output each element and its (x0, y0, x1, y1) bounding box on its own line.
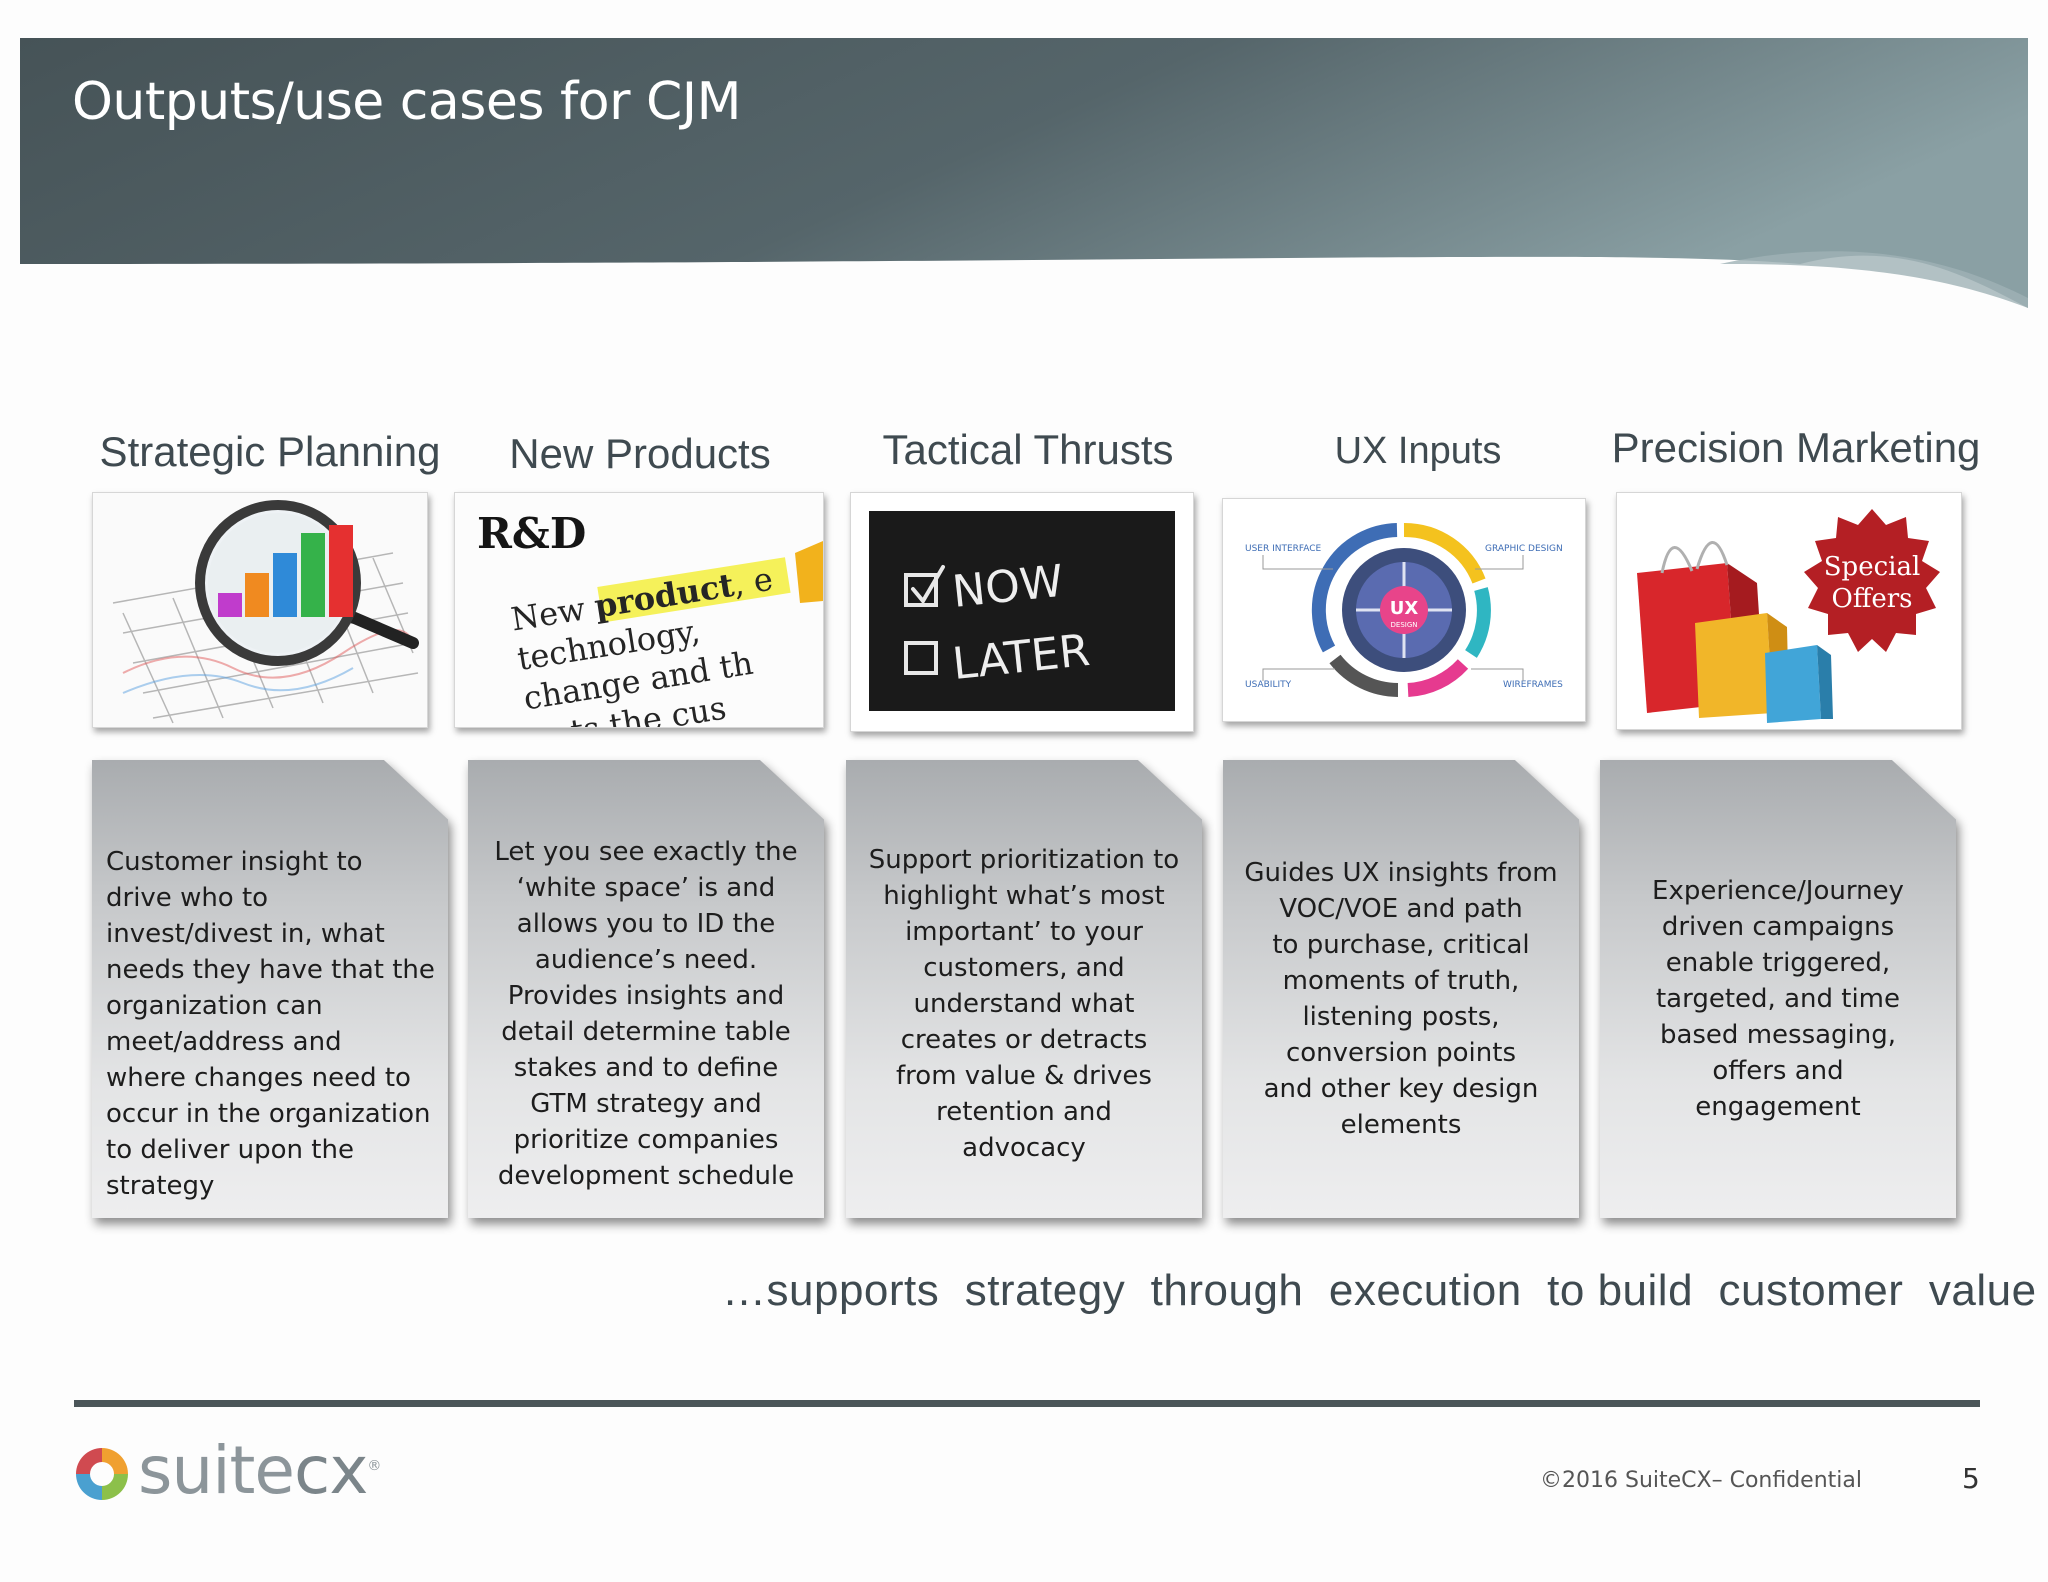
rnd-text-icon: R&D New product, e technology, change an… (454, 492, 824, 728)
note-text: Experience/Journey driven campaigns enab… (1652, 876, 1904, 1122)
svg-text:DESIGN: DESIGN (1391, 621, 1418, 629)
ux-design-wheel-icon: UX DESIGN USER INTERFACE GRAPHIC DESIGN … (1222, 498, 1586, 722)
note-text: Support prioritization to highlight what… (868, 845, 1180, 1163)
heading-precision-marketing: Precision Marketing (1611, 424, 1981, 471)
svg-text:USABILITY: USABILITY (1245, 680, 1292, 690)
svg-text:GRAPHIC DESIGN: GRAPHIC DESIGN (1485, 544, 1563, 554)
note-text: Customer insight to drive who to invest/… (106, 847, 435, 1201)
logo-mark-icon (76, 1448, 128, 1500)
magnifier-chart-icon (92, 492, 428, 728)
heading-strategic-planning: Strategic Planning (99, 428, 441, 475)
note-text: Let you see exactly the ‘white space’ is… (494, 837, 798, 1191)
offers-label: Offers (1832, 584, 1913, 614)
shopping-bags-special-offers-icon: Special Offers (1616, 492, 1962, 730)
footer-divider (74, 1400, 1980, 1407)
heading-ux-inputs: UX Inputs (1334, 430, 1502, 472)
tagline: …supports strategy through execution to … (722, 1266, 2037, 1315)
svg-text:WIREFRAMES: WIREFRAMES (1503, 680, 1563, 690)
now-label: NOW (950, 556, 1066, 618)
note-tactical-thrusts: Support prioritization to highlight what… (846, 760, 1202, 1218)
heading-new-products: New Products (509, 430, 771, 477)
note-text: Guides UX insights from VOC/VOE and path… (1244, 858, 1558, 1140)
header-banner (20, 38, 2028, 308)
svg-text:UX: UX (1390, 598, 1419, 619)
svg-text:USER INTERFACE: USER INTERFACE (1245, 544, 1322, 554)
slide-title: Outputs/use cases for CJM (72, 72, 742, 132)
note-precision-marketing: Experience/Journey driven campaigns enab… (1600, 760, 1956, 1218)
note-new-products: Let you see exactly the ‘white space’ is… (468, 760, 824, 1218)
page-number: 5 (1962, 1462, 1980, 1495)
note-ux-inputs: Guides UX insights from VOC/VOE and path… (1223, 760, 1579, 1218)
chalkboard-now-later-icon: NOW LATER (850, 492, 1194, 732)
heading-tactical-thrusts: Tactical Thrusts (882, 426, 1174, 473)
note-strategic-planning: Customer insight to drive who to invest/… (92, 760, 448, 1218)
suitecx-logo: suitecx® (72, 1432, 382, 1510)
special-label: Special (1824, 552, 1921, 582)
copyright-text: ©2016 SuiteCX– Confidential (1540, 1468, 1862, 1493)
rnd-label: R&D (477, 509, 586, 558)
